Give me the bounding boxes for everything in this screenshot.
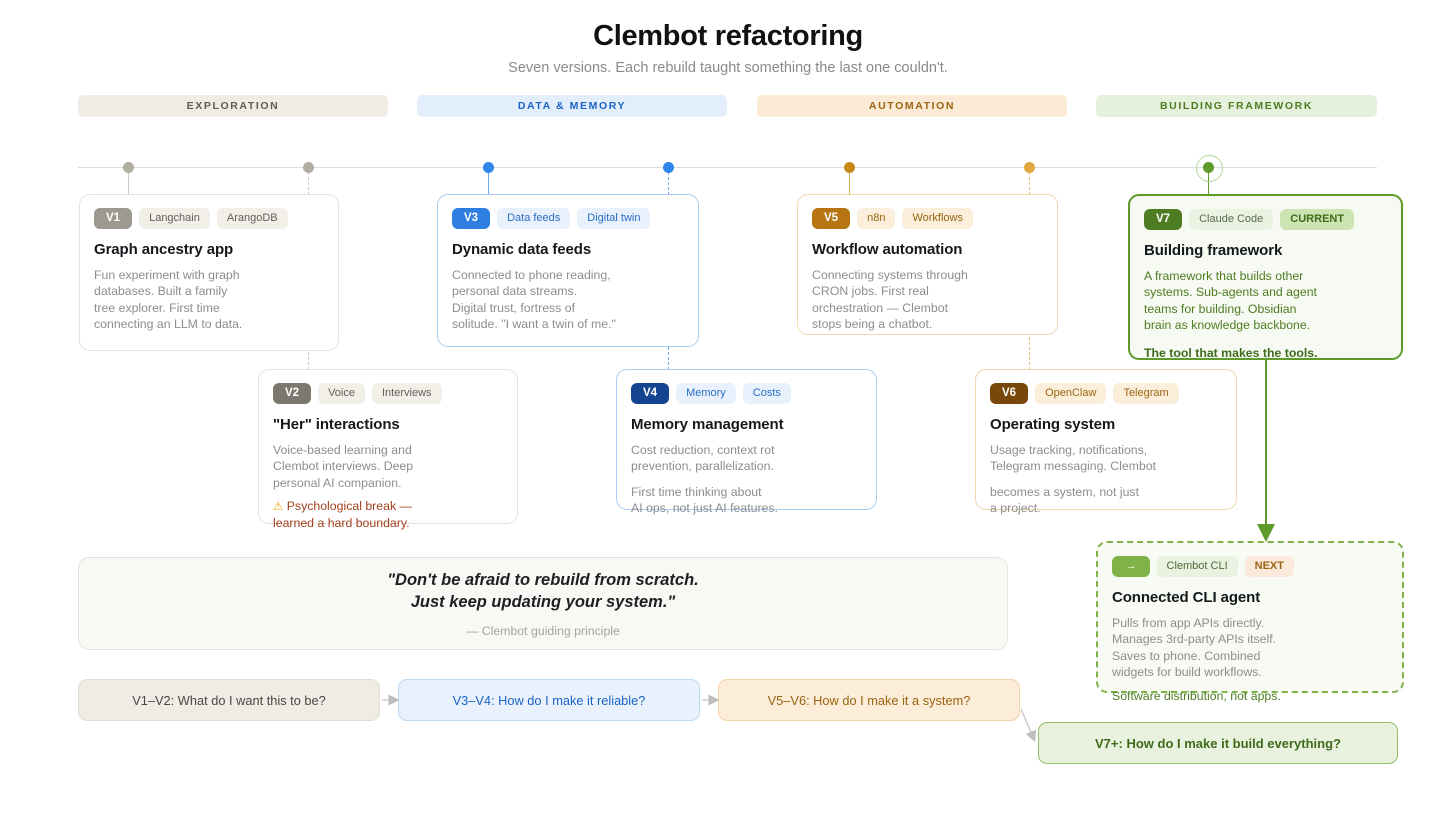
stem-v5: [849, 167, 850, 195]
question-bar-v5-v6[interactable]: V5–V6: How do I make it a system?: [718, 679, 1020, 721]
card-v2-title: "Her" interactions: [273, 416, 400, 434]
timeline-dot-v3[interactable]: [482, 162, 494, 173]
card-v7[interactable]: V7 Claude Code CURRENT Building framewor…: [1128, 194, 1403, 360]
card-v1-title: Graph ancestry app: [94, 241, 234, 259]
arrow-right-icon: →: [1112, 556, 1150, 578]
card-v4-body-1: Cost reduction, context rot prevention, …: [631, 443, 775, 474]
question-bar-v1-v2[interactable]: V1–V2: What do I want this to be?: [78, 679, 380, 721]
card-v7-footer: The tool that makes the tools.: [1144, 346, 1318, 361]
card-v3[interactable]: V3 Data feeds Digital twin Dynamic data …: [437, 194, 699, 347]
timeline-dot-v5[interactable]: [843, 162, 855, 173]
quote-block: "Don't be afraid to rebuild from scratch…: [78, 557, 1008, 650]
card-v6-chips: V6 OpenClaw Telegram: [990, 383, 1222, 405]
phase-header-automation: AUTOMATION: [757, 95, 1067, 117]
status-badge-current: CURRENT: [1280, 209, 1355, 230]
card-v4-chips: V4 Memory Costs: [631, 383, 862, 405]
timeline-dot-v2[interactable]: [302, 162, 314, 173]
page-title: Clembot refactoring: [593, 20, 863, 52]
tag-digital-twin: Digital twin: [577, 208, 651, 229]
timeline-axis: [78, 167, 1377, 168]
phase-header-data-memory: DATA & MEMORY: [417, 95, 727, 117]
arrow-q3-q4: [1020, 708, 1036, 743]
card-next-connected-cli-agent[interactable]: → Clembot CLI NEXT Connected CLI agent P…: [1096, 541, 1404, 703]
card-next-footer: Software distribution, not apps.: [1112, 689, 1281, 704]
tag-interviews: Interviews: [372, 383, 442, 404]
tag-costs: Costs: [742, 383, 791, 404]
card-next-chips: → Clembot CLI NEXT: [1112, 556, 1388, 578]
tag-voice: Voice: [318, 383, 365, 404]
card-v1-chips: V1 Langchain ArangoDB: [94, 208, 324, 230]
tag-memory: Memory: [676, 383, 736, 404]
card-next-body: Pulls from app APIs directly. Manages 3r…: [1112, 616, 1277, 679]
timeline-dot-v4[interactable]: [662, 162, 674, 173]
card-v5-chips: V5 n8n Workflows: [812, 208, 1043, 230]
stem-v1: [128, 167, 129, 195]
phase-header-building-framework: BUILDING FRAMEWORK: [1096, 95, 1377, 117]
card-v2-warning: ⚠ Psychological break — learned a hard b…: [273, 498, 503, 531]
card-v4-body-2: First time thinking about AI ops, not ju…: [631, 484, 778, 515]
version-badge-v4: V4: [631, 383, 670, 405]
tag-langchain: Langchain: [139, 208, 210, 229]
tag-workflows: Workflows: [902, 208, 973, 229]
card-v2-body: Voice-based learning and Clembot intervi…: [273, 443, 414, 490]
version-badge-v7: V7: [1144, 209, 1183, 231]
card-v4[interactable]: V4 Memory Costs Memory management Cost r…: [616, 369, 877, 515]
tag-claude-code: Claude Code: [1189, 209, 1274, 230]
timeline-dot-v6[interactable]: [1023, 162, 1035, 173]
tag-n8n: n8n: [857, 208, 896, 229]
tag-openclaw: OpenClaw: [1035, 383, 1107, 404]
card-v3-title: Dynamic data feeds: [452, 241, 592, 259]
card-v6[interactable]: V6 OpenClaw Telegram Operating system Us…: [975, 369, 1237, 515]
card-next-title: Connected CLI agent: [1112, 589, 1261, 607]
quote-attribution: — Clembot guiding principle: [466, 624, 620, 638]
version-badge-v5: V5: [812, 208, 851, 230]
card-v2-warning-text: Psychological break — learned a hard bou…: [273, 498, 412, 531]
timeline-dot-v1[interactable]: [122, 162, 134, 173]
card-v6-body-2: becomes a system, not just a project.: [990, 484, 1139, 515]
card-v4-title: Memory management: [631, 416, 784, 434]
quote-line-1: "Don't be afraid to rebuild from scratch…: [387, 571, 699, 589]
card-v7-chips: V7 Claude Code CURRENT: [1144, 209, 1387, 231]
phase-header-exploration: EXPLORATION: [78, 95, 388, 117]
tag-clembot-cli: Clembot CLI: [1156, 556, 1238, 577]
card-v1-body: Fun experiment with graph databases. Bui…: [94, 268, 243, 331]
stem-v3: [488, 167, 489, 195]
question-bar-v7-plus[interactable]: V7+: How do I make it build everything?: [1038, 722, 1398, 764]
card-v2-chips: V2 Voice Interviews: [273, 383, 503, 405]
quote-text: "Don't be afraid to rebuild from scratch…: [387, 569, 699, 613]
card-v3-chips: V3 Data feeds Digital twin: [452, 208, 684, 230]
card-v5-body: Connecting systems through CRON jobs. Fi…: [812, 268, 968, 331]
card-v5-title: Workflow automation: [812, 241, 963, 259]
card-v1[interactable]: V1 Langchain ArangoDB Graph ancestry app…: [79, 194, 339, 351]
version-badge-v2: V2: [273, 383, 312, 405]
status-badge-next: NEXT: [1244, 556, 1294, 577]
tag-telegram: Telegram: [1113, 383, 1179, 404]
page-subtitle: Seven versions. Each rebuild taught some…: [508, 60, 948, 76]
tag-arangodb: ArangoDB: [216, 208, 288, 229]
timeline-dot-v7[interactable]: [1195, 155, 1223, 182]
card-v6-title: Operating system: [990, 416, 1116, 434]
version-badge-v6: V6: [990, 383, 1029, 405]
quote-line-2: Just keep updating your system.": [410, 593, 676, 611]
card-v2[interactable]: V2 Voice Interviews "Her" interactions V…: [258, 369, 518, 530]
card-v6-body-1: Usage tracking, notifications, Telegram …: [990, 443, 1157, 474]
tag-data-feeds: Data feeds: [497, 208, 571, 229]
warning-triangle-icon: ⚠: [273, 500, 284, 513]
card-v3-body: Connected to phone reading, personal dat…: [452, 268, 616, 331]
card-v7-body: A framework that builds other systems. S…: [1144, 269, 1317, 332]
version-badge-v1: V1: [94, 208, 133, 230]
question-bar-v3-v4[interactable]: V3–V4: How do I make it reliable?: [398, 679, 700, 721]
card-v5[interactable]: V5 n8n Workflows Workflow automation Con…: [797, 194, 1058, 335]
card-v7-title: Building framework: [1144, 242, 1283, 260]
version-badge-v3: V3: [452, 208, 491, 230]
